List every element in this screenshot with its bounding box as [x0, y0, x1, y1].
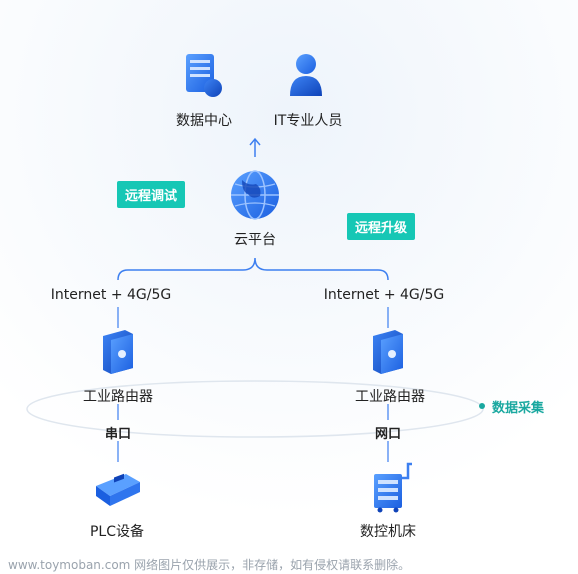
router-icon-left: [103, 330, 133, 374]
remote-debug-tag: 远程调试: [117, 181, 186, 208]
plc-device-label: PLC设备: [89, 524, 145, 540]
cnc-machine-label: 数控机床: [360, 524, 416, 540]
collection-ellipse: [26, 380, 484, 438]
watermark-text: www.toymoban.com 网络图片仅供展示，非存储，如有侵权请联系删除。: [8, 558, 411, 572]
person-icon: [290, 54, 322, 96]
left-router-label: 工业路由器: [83, 389, 153, 405]
left-connection-label: Internet + 4G/5G: [50, 287, 172, 303]
serial-port-label: 串口: [104, 427, 132, 442]
remote-upgrade-tag: 远程升级: [347, 213, 416, 240]
ethernet-port-label: 网口: [374, 427, 402, 442]
server-icon: [186, 54, 222, 97]
globe-icon: [231, 170, 279, 220]
right-router-label: 工业路由器: [355, 389, 425, 405]
up-arrow: [249, 137, 261, 157]
right-connection-label: Internet + 4G/5G: [323, 287, 445, 303]
cloud-platform-label: 云平台: [234, 232, 276, 248]
branch-bracket: [117, 257, 389, 281]
it-staff-label: IT专业人员: [273, 113, 343, 129]
data-collection-label: 数据采集: [492, 401, 545, 416]
cnc-machine-icon: [374, 462, 412, 513]
data-center-label: 数据中心: [176, 113, 232, 129]
router-icon-right: [373, 330, 403, 374]
plc-device-icon: [96, 473, 140, 506]
collection-dot-icon: [479, 403, 485, 409]
